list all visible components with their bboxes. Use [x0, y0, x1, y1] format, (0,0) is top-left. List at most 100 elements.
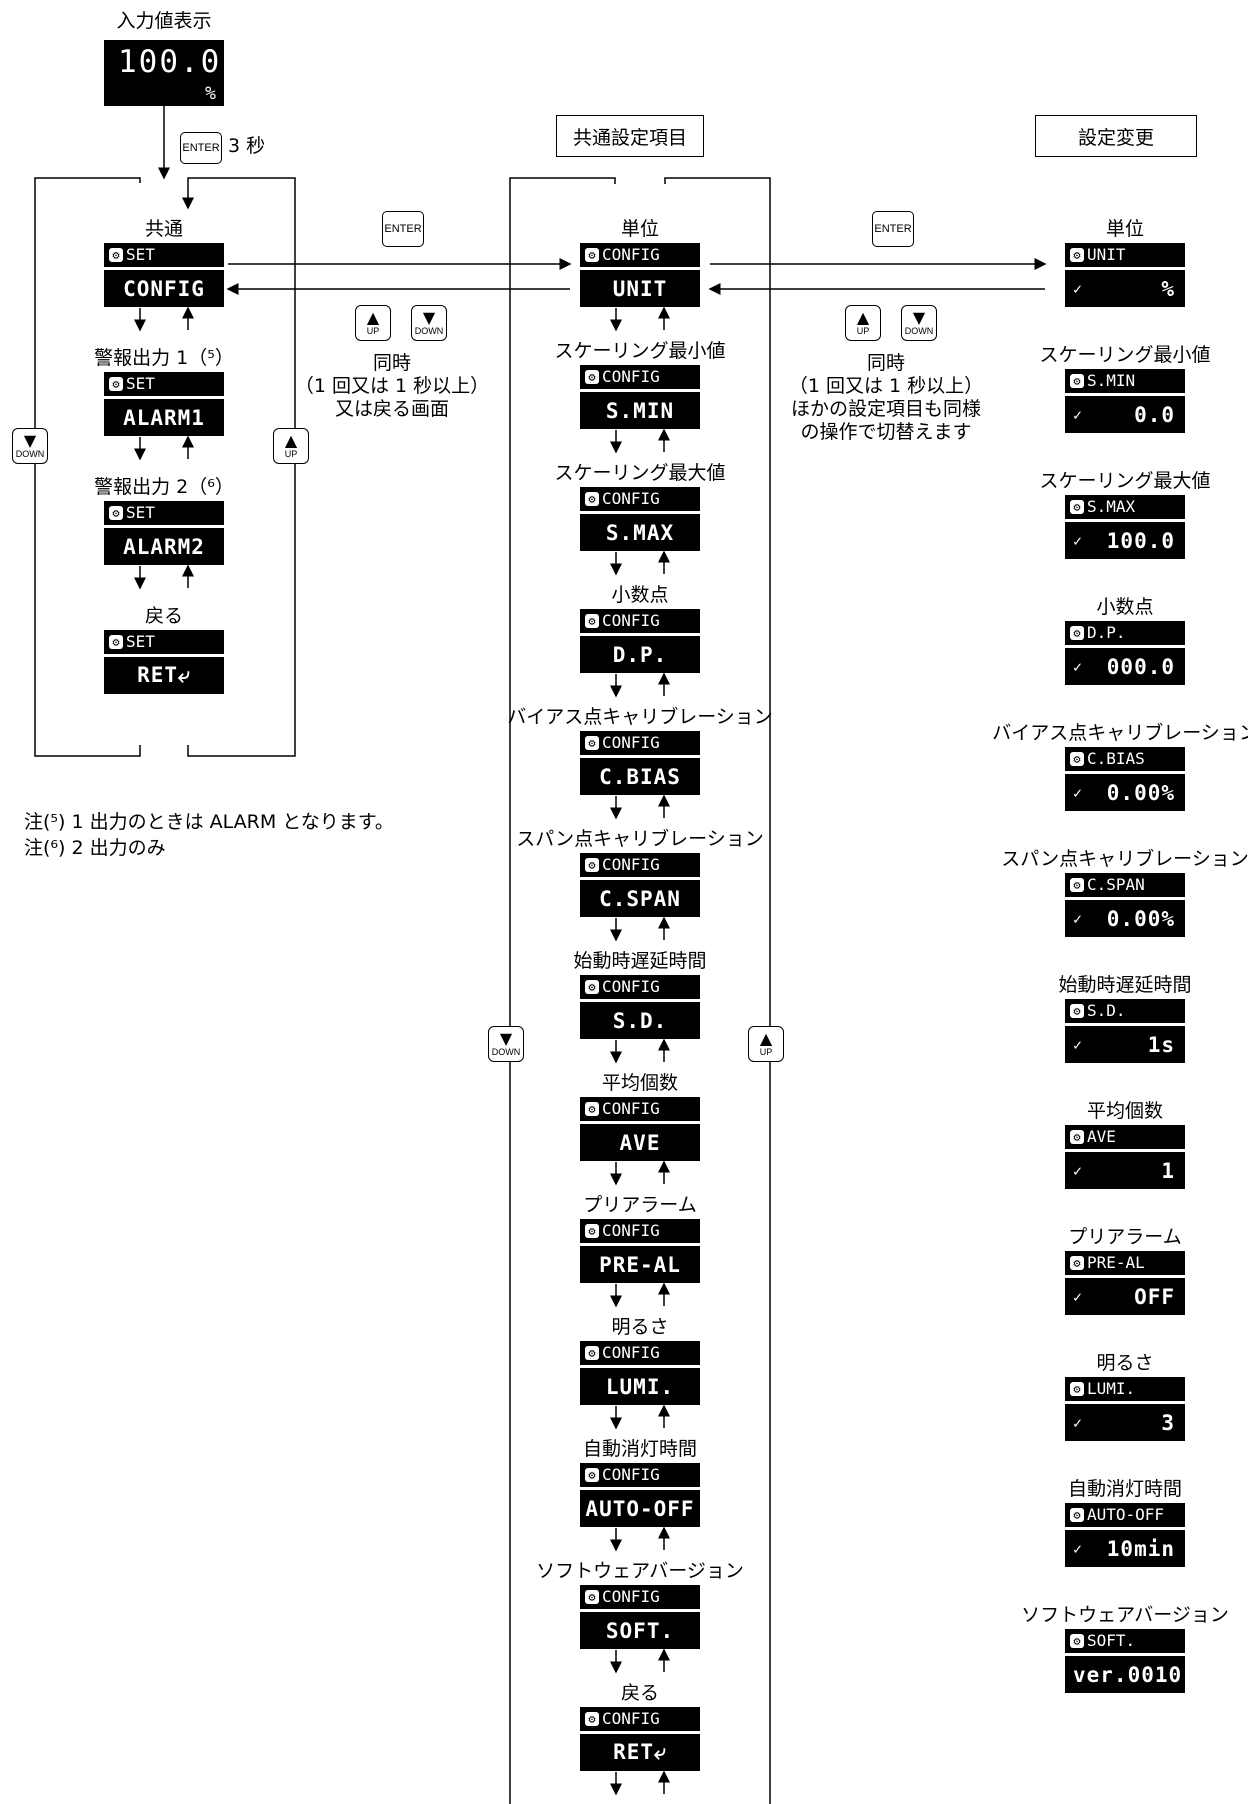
input-value-display: 100.0 %	[104, 40, 224, 106]
lcd-value: AUTO-OFF	[580, 1490, 700, 1527]
setting-value: 10min	[1106, 1536, 1175, 1561]
common-settings-header: 共通設定項目	[556, 115, 704, 157]
lcd-header-text: CONFIG	[602, 733, 660, 752]
lcd-header: ⚙CONFIG	[580, 1219, 700, 1243]
config-item-label: スケーリング最小値	[554, 340, 726, 362]
lcd-header-text: LUMI.	[1087, 1379, 1136, 1398]
setting-item-label: スパン点キャリブレーション	[1001, 848, 1248, 870]
lcd-header: ⚙AUTO-OFF	[1065, 1503, 1185, 1527]
lcd-value: ✓ 000.0	[1065, 648, 1185, 685]
lcd-header-text: CONFIG	[602, 367, 660, 386]
lcd-value: AVE	[580, 1124, 700, 1161]
setting-value: %	[1161, 276, 1175, 301]
gear-icon: ⚙	[1070, 500, 1084, 514]
lcd-value: S.MAX	[580, 514, 700, 551]
check-icon: ✓	[1073, 1161, 1084, 1180]
lcd-value: D.P.	[580, 636, 700, 673]
lcd-header: ⚙CONFIG	[580, 1341, 700, 1365]
setting-item-display: ⚙C.SPAN✓0.00%	[1065, 873, 1185, 937]
gear-icon: ⚙	[1070, 248, 1084, 262]
lcd-header: ⚙SET	[104, 243, 224, 267]
footnote: 注(⁶) 2 出力のみ	[24, 837, 166, 859]
lcd-header: ⚙CONFIG	[580, 853, 700, 877]
setting-item-label: 小数点	[1096, 596, 1154, 618]
down-key-icon: ▼DOWN	[12, 428, 48, 464]
setting-item-display: ⚙D.P. ✓ 000.0	[1065, 621, 1185, 685]
config-item-label: 明るさ	[611, 1316, 669, 1338]
note-line: の操作で切替えます	[800, 421, 972, 443]
gear-icon: ⚙	[109, 377, 123, 391]
check-icon: ✓	[1073, 909, 1084, 928]
lcd-header-text: SET	[126, 503, 155, 522]
gear-icon: ⚙	[109, 248, 123, 262]
check-icon: ✓	[1073, 657, 1084, 676]
note-line: 又は戻る画面	[334, 398, 450, 420]
check-icon: ✓	[1073, 1539, 1084, 1558]
config-item-display: ⚙CONFIG PRE-AL	[580, 1219, 700, 1283]
lcd-header: ⚙D.P.	[1065, 621, 1185, 645]
setting-item-label: プリアラーム	[1068, 1226, 1182, 1248]
lcd-header-text: AUTO-OFF	[1087, 1505, 1165, 1524]
lcd-value: RET⤶	[580, 1734, 700, 1771]
lcd-header-text: S.D.	[1087, 1001, 1126, 1020]
lcd-value: SOFT.	[580, 1612, 700, 1649]
setting-item-display: ⚙LUMI.✓3	[1065, 1377, 1185, 1441]
lcd-header-text: CONFIG	[602, 245, 660, 264]
check-icon: ✓	[1073, 1413, 1084, 1432]
lcd-value: ✓1	[1065, 1152, 1185, 1189]
gear-icon: ⚙	[585, 858, 599, 872]
input-unit: %	[205, 83, 216, 104]
setting-item-label: 始動時遅延時間	[1058, 974, 1192, 996]
lcd-header: ⚙CONFIG	[580, 975, 700, 999]
lcd-header: ⚙CONFIG	[580, 1585, 700, 1609]
lcd-header: ⚙SOFT.	[1065, 1629, 1185, 1653]
lcd-header-text: C.SPAN	[1087, 875, 1145, 894]
gear-icon: ⚙	[585, 736, 599, 750]
up-key-icon: ▲UP	[845, 305, 881, 341]
lcd-header-text: CONFIG	[602, 489, 660, 508]
lcd-header-text: PRE-AL	[1087, 1253, 1145, 1272]
enter-key-icon: ENTER	[872, 211, 914, 247]
setting-item-label: 自動消灯時間	[1067, 1478, 1183, 1500]
lcd-header: ⚙CONFIG	[580, 609, 700, 633]
gear-icon: ⚙	[1070, 1130, 1084, 1144]
down-key-icon: ▼DOWN	[411, 305, 447, 341]
gear-icon: ⚙	[585, 370, 599, 384]
lcd-value: RET⤶	[104, 657, 224, 694]
common-item-label: 共通	[144, 218, 184, 240]
lcd-header-text: D.P.	[1087, 623, 1126, 642]
lcd-value: ✓1s	[1065, 1026, 1185, 1063]
lcd-header-text: CONFIG	[602, 1465, 660, 1484]
hold-duration: 3 秒	[228, 135, 266, 157]
gear-icon: ⚙	[585, 1346, 599, 1360]
lcd-value: C.SPAN	[580, 880, 700, 917]
gear-icon: ⚙	[1070, 752, 1084, 766]
check-icon: ✓	[1073, 279, 1084, 298]
up-key-icon: ▲UP	[273, 428, 309, 464]
setting-item-display: ⚙S.MAX✓100.0	[1065, 495, 1185, 559]
setting-item-display: ⚙AUTO-OFF ✓ 10min	[1065, 1503, 1185, 1567]
lcd-value: S.D.	[580, 1002, 700, 1039]
lcd-header: ⚙S.MIN	[1065, 369, 1185, 393]
config-item-display: ⚙CONFIG S.MAX	[580, 487, 700, 551]
lcd-header-text: S.MAX	[1087, 497, 1136, 516]
gear-icon: ⚙	[585, 492, 599, 506]
setting-value: OFF	[1134, 1284, 1175, 1309]
gear-icon: ⚙	[585, 1102, 599, 1116]
config-item-display: ⚙CONFIG AUTO-OFF	[580, 1463, 700, 1527]
config-item-label: プリアラーム	[583, 1194, 697, 1216]
config-item-display: ⚙CONFIG SOFT.	[580, 1585, 700, 1649]
setting-value: 000.0	[1106, 654, 1175, 679]
common-item-label: 警報出力 1（⁵）	[94, 347, 234, 369]
config-item-display: ⚙CONFIG D.P.	[580, 609, 700, 673]
gear-icon: ⚙	[585, 1590, 599, 1604]
lcd-value: PRE-AL	[580, 1246, 700, 1283]
lcd-header-text: SOFT.	[1087, 1631, 1136, 1650]
gear-icon: ⚙	[585, 1468, 599, 1482]
lcd-header-text: SET	[126, 245, 155, 264]
